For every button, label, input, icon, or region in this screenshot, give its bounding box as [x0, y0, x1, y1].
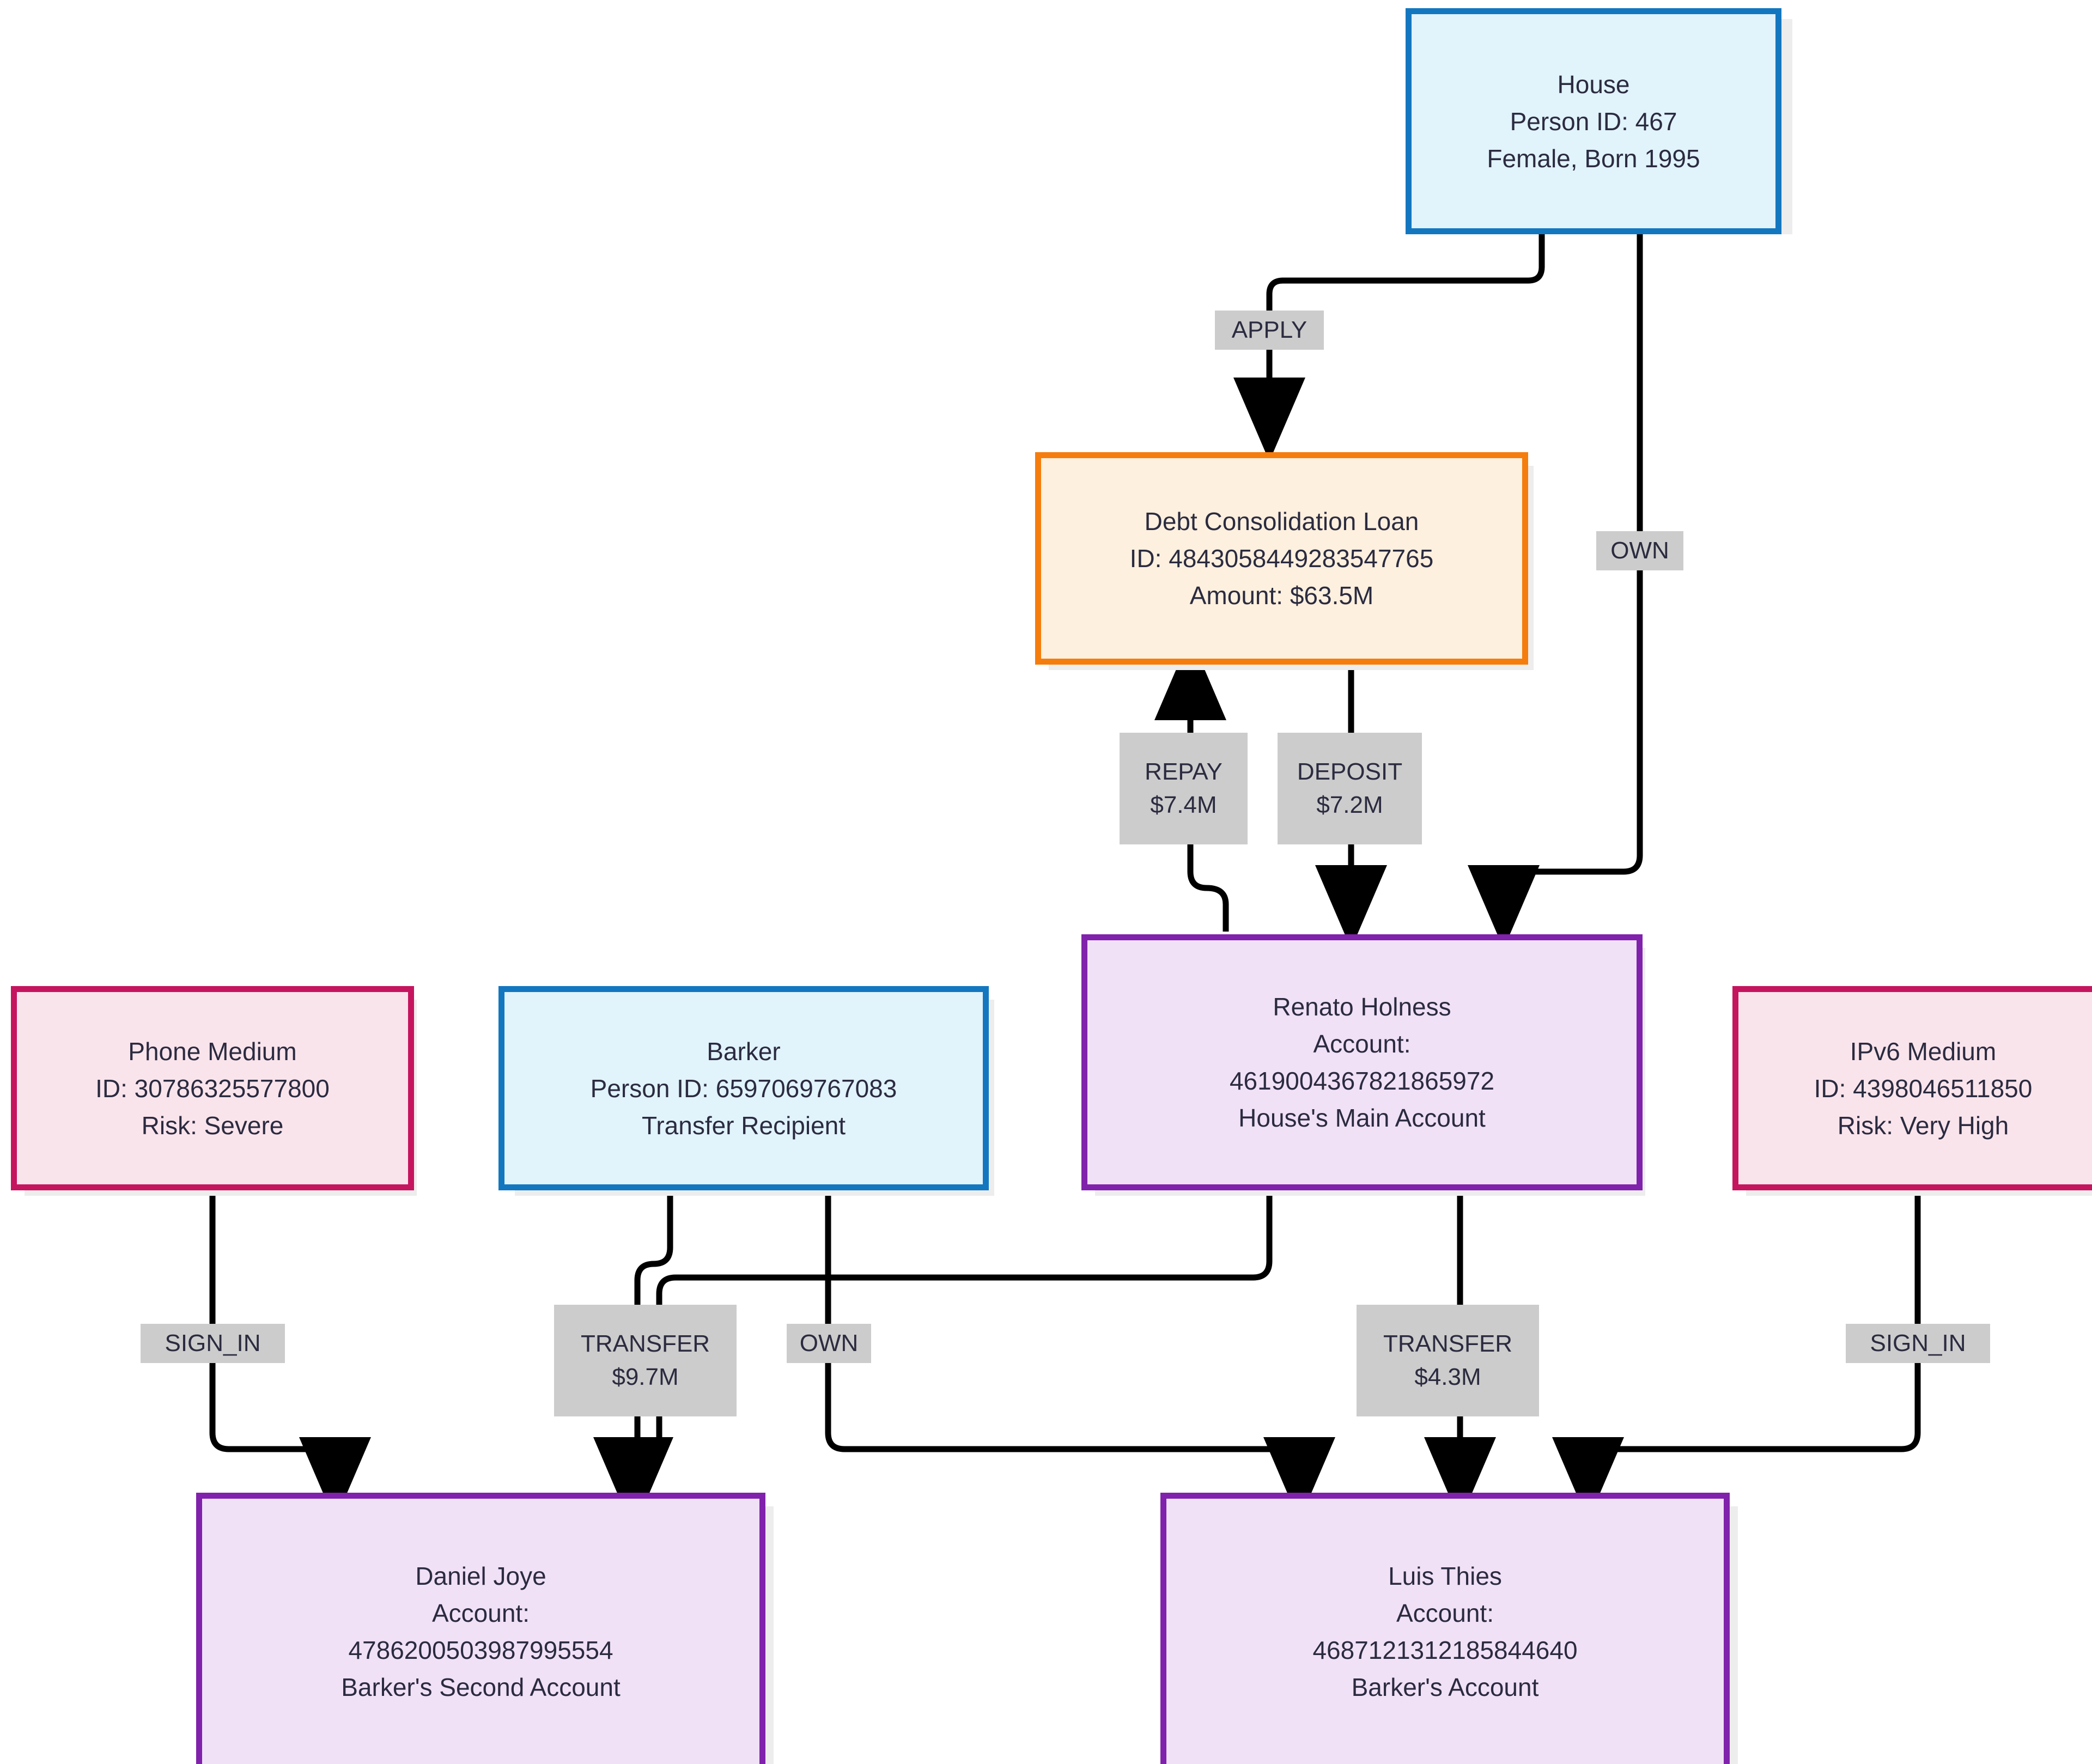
node-renato-holness[interactable]: Renato Holness Account: 4619004367821865… — [1081, 934, 1643, 1190]
node-debt-consolidation-loan[interactable]: Debt Consolidation Loan ID: 484305844928… — [1035, 452, 1528, 665]
node-barker-line-0: Barker — [707, 1037, 781, 1066]
node-luis-thies[interactable]: Luis Thies Account: 4687121312185844640 … — [1160, 1493, 1730, 1764]
node-phone-medium-line-2: Risk: Severe — [141, 1111, 284, 1140]
node-house-line-2: Female, Born 1995 — [1487, 144, 1700, 173]
edge-repay — [1154, 636, 1229, 932]
node-daniel-line-2: 4786200503987995554 — [348, 1636, 613, 1664]
node-renato-line-1: Account: — [1313, 1030, 1411, 1058]
node-renato-line-3: House's Main Account — [1238, 1104, 1486, 1132]
edge-label-apply-line-0: APPLY — [1231, 316, 1308, 343]
edge-label-repay-line-1: $7.4M — [1150, 791, 1217, 818]
node-luis-line-2: 4687121312185844640 — [1312, 1636, 1578, 1664]
edge-label-signin-ipv6: SIGN_IN — [1846, 1324, 1990, 1363]
node-barker-line-2: Transfer Recipient — [641, 1111, 846, 1140]
node-ipv6-medium-line-0: IPv6 Medium — [1850, 1037, 1997, 1066]
node-luis-line-1: Account: — [1396, 1599, 1494, 1627]
node-barker-line-1: Person ID: 6597069767083 — [590, 1074, 897, 1103]
edge-label-transfer-daniel: TRANSFER $9.7M — [554, 1305, 737, 1416]
edge-label-transfer-luis-line-1: $4.3M — [1414, 1363, 1481, 1390]
node-phone-medium-line-0: Phone Medium — [128, 1037, 297, 1066]
edge-label-transfer-daniel-line-1: $9.7M — [612, 1363, 679, 1390]
node-house-line-1: Person ID: 467 — [1510, 107, 1677, 136]
node-luis-line-3: Barker's Account — [1351, 1673, 1539, 1701]
edge-label-transfer-luis-line-0: TRANSFER — [1383, 1330, 1513, 1358]
node-phone-medium-line-1: ID: 30786325577800 — [95, 1074, 330, 1103]
node-house-line-0: House — [1557, 70, 1630, 99]
edge-label-own-house-line-0: OWN — [1610, 537, 1669, 564]
node-loan-line-2: Amount: $63.5M — [1189, 581, 1374, 610]
edge-label-own-luis-line-0: OWN — [799, 1329, 859, 1357]
edge-own-luis — [825, 1196, 1335, 1521]
node-luis-line-0: Luis Thies — [1388, 1562, 1502, 1590]
edge-signin-phone — [209, 1196, 371, 1521]
edge-label-transfer-luis: TRANSFER $4.3M — [1357, 1305, 1539, 1416]
edge-label-signin-phone: SIGN_IN — [141, 1324, 285, 1363]
node-ipv6-medium[interactable]: IPv6 Medium ID: 4398046511850 Risk: Very… — [1732, 986, 2092, 1190]
edge-own-house — [1468, 234, 1643, 949]
edge-own-daniel — [601, 1196, 673, 1521]
edge-label-transfer-daniel-line-0: TRANSFER — [580, 1330, 710, 1358]
edge-label-deposit-line-1: $7.2M — [1316, 791, 1383, 818]
node-renato-line-2: 4619004367821865972 — [1229, 1067, 1495, 1095]
node-renato-line-0: Renato Holness — [1273, 993, 1451, 1021]
edge-label-apply: APPLY — [1215, 311, 1324, 350]
node-daniel-line-3: Barker's Second Account — [341, 1673, 621, 1701]
node-loan-line-0: Debt Consolidation Loan — [1144, 507, 1419, 536]
edge-label-signin-ipv6-line-0: SIGN_IN — [1870, 1329, 1966, 1357]
edge-label-deposit: DEPOSIT $7.2M — [1278, 733, 1422, 844]
edge-label-repay-line-0: REPAY — [1145, 758, 1223, 786]
edge-apply — [1233, 234, 1545, 461]
node-barker[interactable]: Barker Person ID: 6597069767083 Transfer… — [498, 986, 989, 1190]
node-ipv6-medium-line-1: ID: 4398046511850 — [1814, 1074, 2033, 1103]
node-daniel-line-1: Account: — [432, 1599, 530, 1627]
node-daniel-line-0: Daniel Joye — [415, 1562, 546, 1590]
edge-transfer-daniel — [593, 1196, 1273, 1521]
node-house[interactable]: House Person ID: 467 Female, Born 1995 — [1406, 8, 1781, 234]
edge-label-deposit-line-0: DEPOSIT — [1297, 758, 1403, 786]
edge-label-repay: REPAY $7.4M — [1120, 733, 1248, 844]
edge-label-own-luis: OWN — [787, 1324, 871, 1363]
node-ipv6-medium-line-2: Risk: Very High — [1837, 1111, 2009, 1140]
edge-label-signin-phone-line-0: SIGN_IN — [165, 1329, 261, 1357]
edge-label-own-house: OWN — [1596, 531, 1683, 570]
edge-signin-ipv6 — [1552, 1196, 1921, 1521]
node-phone-medium[interactable]: Phone Medium ID: 30786325577800 Risk: Se… — [11, 986, 414, 1190]
node-daniel-joye[interactable]: Daniel Joye Account: 4786200503987995554… — [196, 1493, 765, 1764]
node-loan-line-1: ID: 4843058449283547765 — [1129, 544, 1434, 573]
